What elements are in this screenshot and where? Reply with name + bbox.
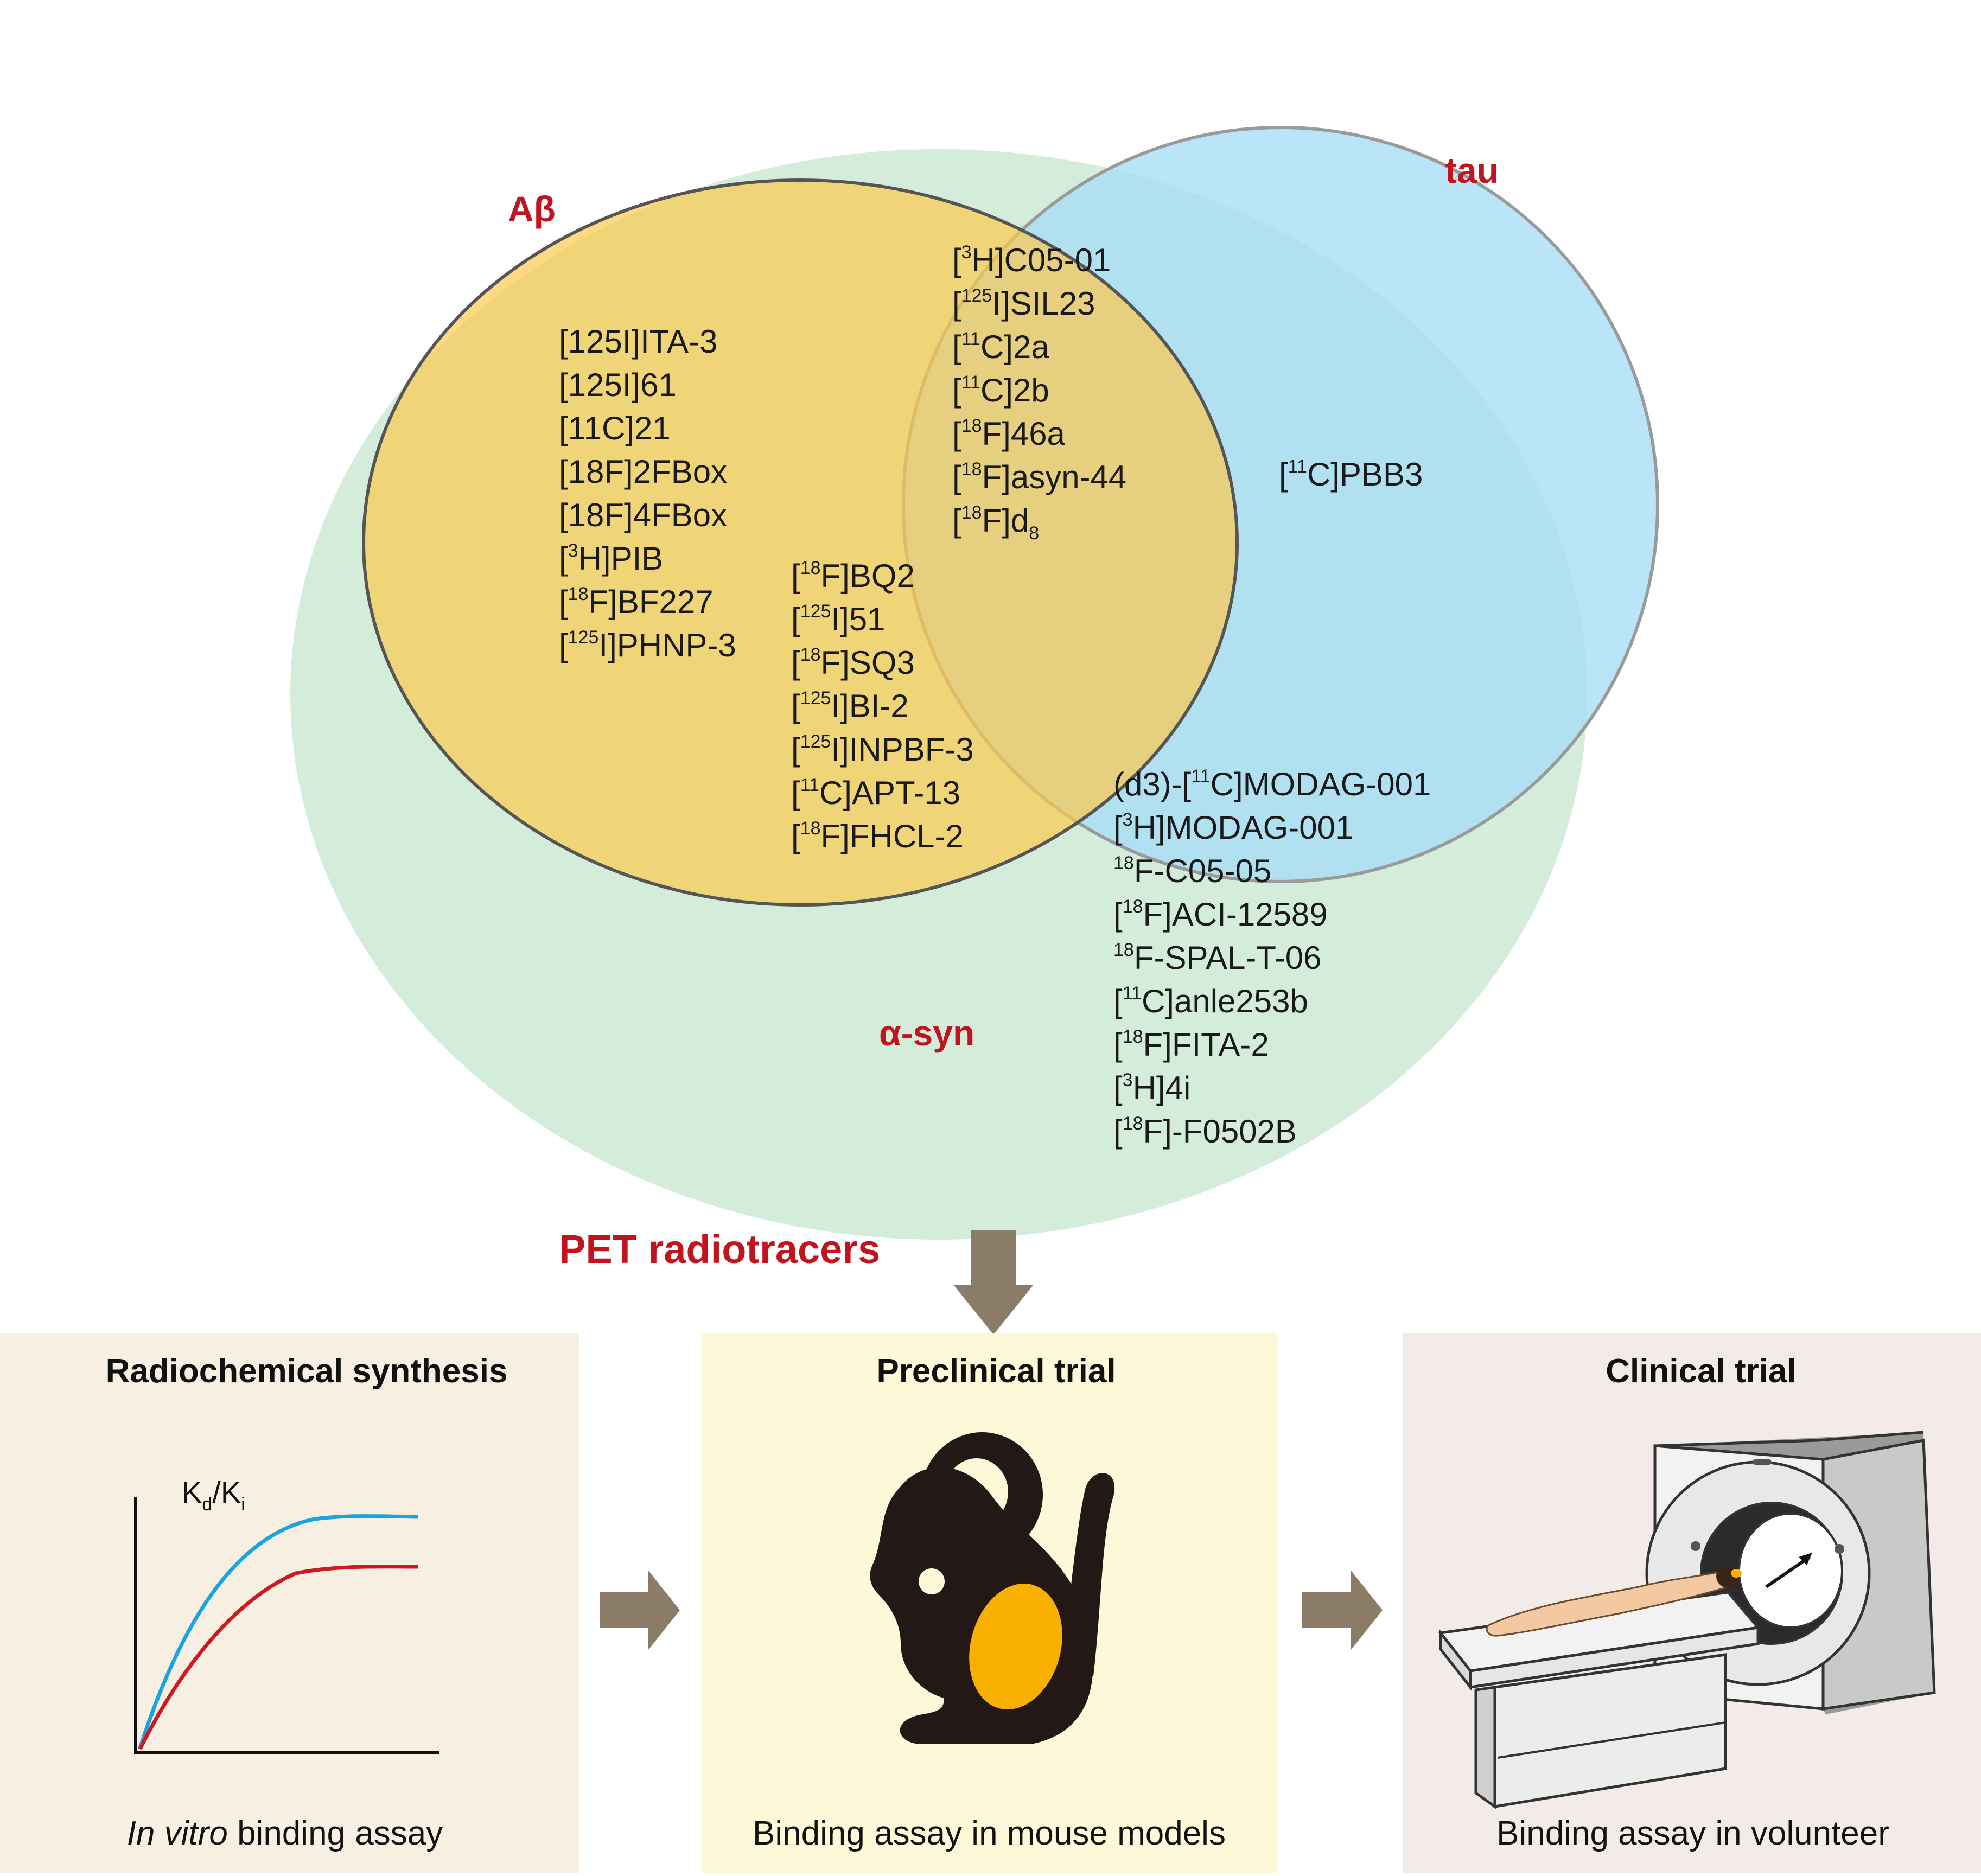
curve-upper [138, 1514, 418, 1749]
tracer-label: [11C]PBB3 [1279, 456, 1423, 493]
tracer-label: [18F]d8 [952, 502, 1039, 544]
clinical-footer: Binding assay in volunteer [1496, 1815, 1889, 1852]
tracer-label: [3H]PIB [559, 540, 663, 577]
abeta-circle [362, 178, 1239, 907]
curve-lower [138, 1565, 418, 1750]
tracer-label: [125I]ITA-3 [559, 323, 717, 360]
tracer-label: [11C]2a [952, 329, 1049, 365]
preclinical-title: Preclinical trial [876, 1352, 1116, 1390]
clinical-title: Clinical trial [1606, 1352, 1796, 1390]
tau-asyn-list: [11C]PBB3 [1279, 456, 1423, 493]
tracer-label: [18F]ACI-12589 [1113, 896, 1328, 933]
tracer-label: [11C]anle253b [1113, 983, 1308, 1019]
all-three-list: [3H]C05-01 [125I]SIL23 [11C]2a [11C]2b [18F]… [952, 242, 1126, 544]
tracer-label: 18F-C05-05 [1113, 853, 1271, 889]
preclinical-footer: Binding assay in mouse models [753, 1815, 1226, 1852]
tracer-label: [125I]BI-2 [791, 688, 909, 724]
tracer-label: [125I]61 [559, 367, 677, 403]
down-arrow-icon [953, 1230, 1034, 1335]
tracer-label: [3H]MODAG-001 [1113, 809, 1353, 846]
asyn-label: α-syn [879, 1013, 974, 1053]
tracer-label: [11C]2b [952, 372, 1049, 409]
tracer-label: [125I]SIL23 [952, 285, 1095, 322]
tracer-label: [125I]51 [791, 601, 885, 637]
synthesis-footer: In vitro binding assay [127, 1815, 443, 1852]
abeta-only-list: [125I]ITA-3 [125I]61 [11C]21 [18F]2FBox [18F… [559, 323, 736, 663]
tracer-label: [125I]PHNP-3 [559, 627, 736, 663]
right-arrow-icon-2 [1302, 1571, 1383, 1650]
pet-scanner-icon [1438, 1431, 1936, 1809]
pet-radiotracers-label: PET radiotracers [559, 1227, 880, 1272]
tracer-label: [18F]46a [952, 416, 1066, 452]
synthesis-title: Radiochemical synthesis [106, 1352, 508, 1390]
tracer-label: [18F]-F0502B [1113, 1113, 1297, 1150]
synthesis-panel [0, 1333, 579, 1873]
tracer-label: [3H]4i [1113, 1070, 1190, 1106]
abeta-asyn-list: [18F]BQ2 [125I]51 [18F]SQ3 [125I]BI-2 [125I]… [791, 558, 974, 854]
tracer-label: [18F]asyn-44 [952, 459, 1126, 495]
plot-label: Kd/Ki [182, 1475, 245, 1515]
tau-label: tau [1445, 150, 1499, 190]
tracer-label: [125I]INPBF-3 [791, 731, 974, 768]
abeta-label: Aβ [508, 189, 556, 229]
tracer-label: [18F]FHCL-2 [791, 818, 964, 854]
tracer-label: [18F]BQ2 [791, 558, 915, 594]
tracer-label: [11C]APT-13 [791, 775, 960, 811]
binding-curve-plot: Kd/Ki [134, 1475, 439, 1754]
tracer-label: 18F-SPAL-T-06 [1113, 940, 1321, 976]
tracer-label: [3H]C05-01 [952, 242, 1111, 278]
right-arrow-icon-1 [600, 1571, 680, 1650]
tracer-label: [18F]SQ3 [791, 645, 915, 681]
tracer-label: [11C]21 [559, 410, 671, 446]
asyn-only-list: (d3)-[11C]MODAG-001 [3H]MODAG-001 18F-C05-… [1113, 766, 1431, 1150]
tracer-label: [18F]FITA-2 [1113, 1026, 1269, 1063]
tracer-label: [18F]4FBox [559, 497, 727, 533]
venn-diagram: Aβ tau α-syn [125I]ITA-3[125I]61[11C]21[… [290, 126, 1659, 1240]
tracer-label: [18F]BF227 [559, 584, 714, 620]
mouse-icon [870, 1432, 1115, 1744]
tracer-label: (d3)-[11C]MODAG-001 [1113, 766, 1431, 802]
tracer-label: [18F]2FBox [559, 454, 727, 490]
